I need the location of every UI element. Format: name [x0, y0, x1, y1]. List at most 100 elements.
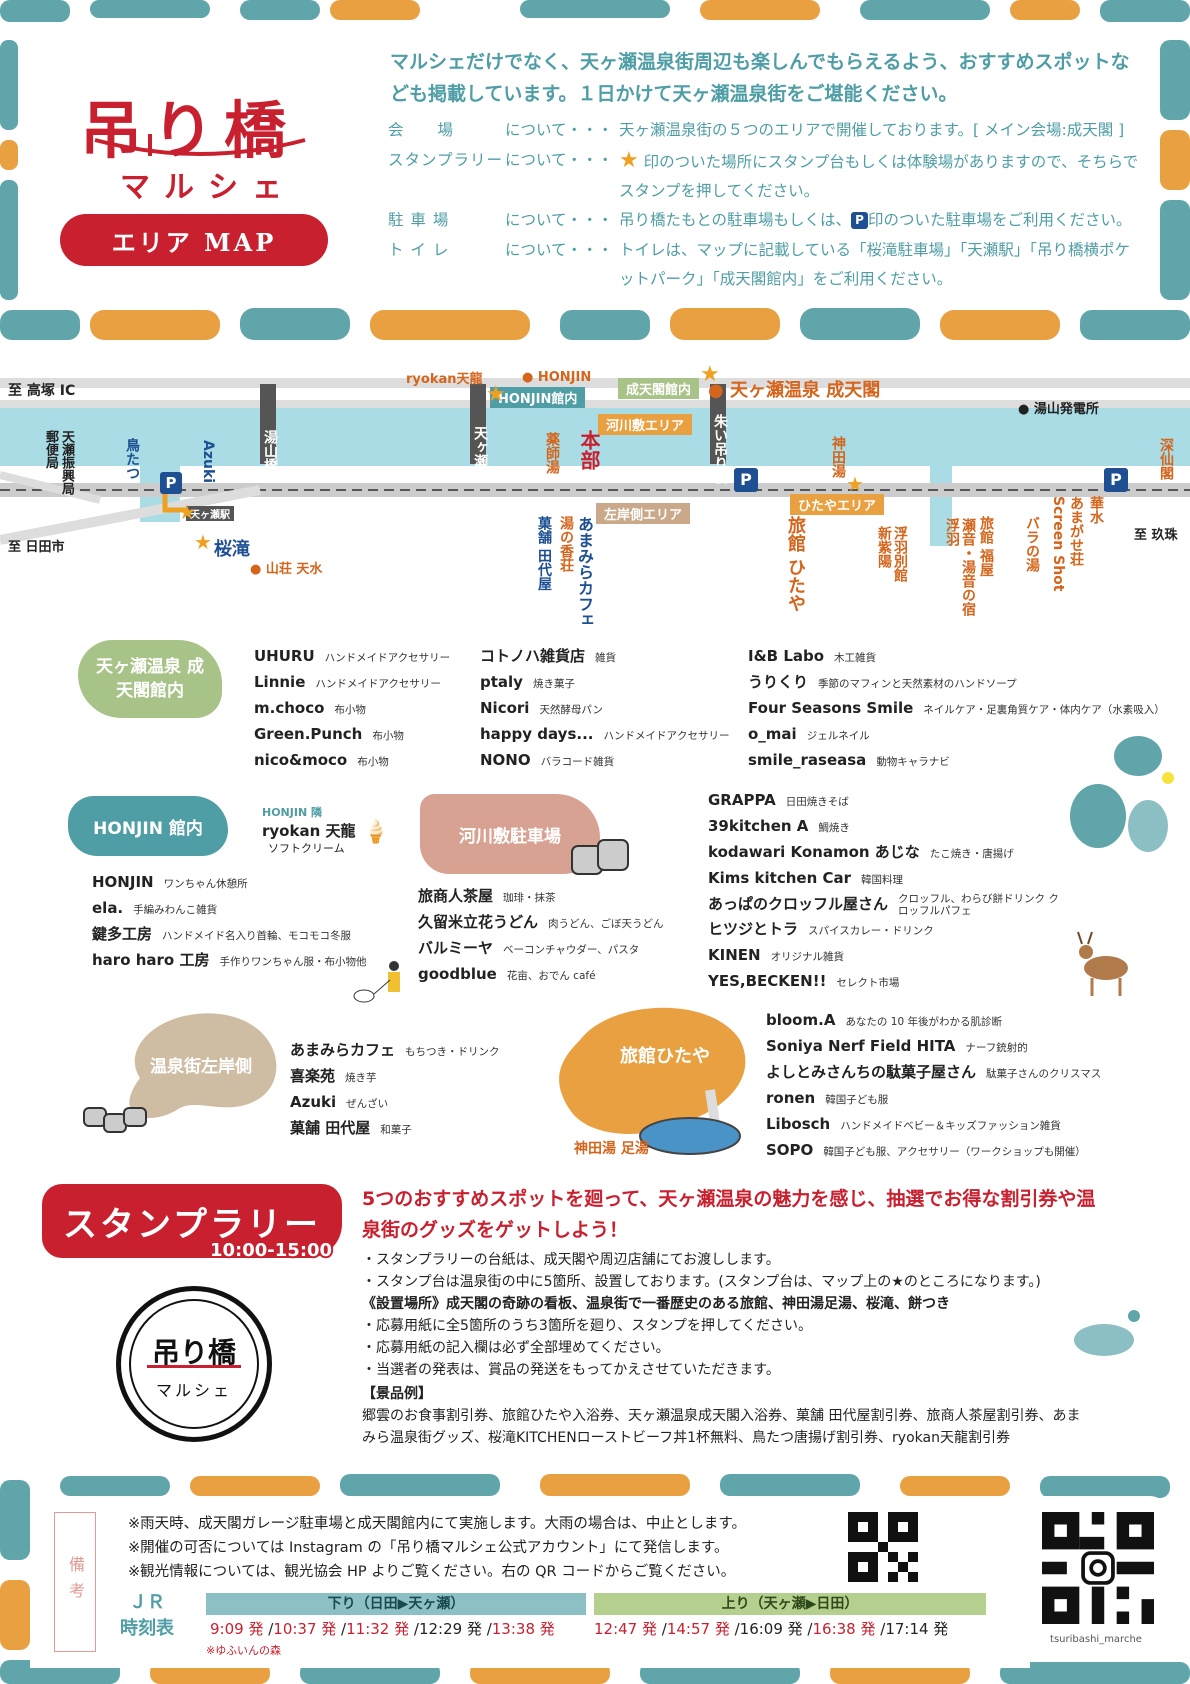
- up-title: 上り（天ヶ瀬▶日田）: [594, 1593, 986, 1615]
- label-screen: Screen Shot: [1050, 496, 1066, 592]
- list-item: happy days...ハンドメイドアクセサリー: [480, 725, 730, 743]
- label-honjin-kannai: HONJIN館内: [490, 387, 586, 408]
- star-icon: ★: [700, 362, 720, 387]
- label-shuri-bridge: 朱い吊り橋: [712, 414, 728, 484]
- honjin-side-name: ryokan 天龍: [262, 822, 356, 840]
- label-honbu: 本部: [577, 430, 601, 470]
- label-seon: 瀬音・湯音の宿: [960, 518, 976, 616]
- label-kandayu: 神田湯: [830, 436, 846, 478]
- info-venue: 会 場 について・・・ 天ヶ瀬温泉街の５つのエリアで開催しております。[ メイン…: [388, 121, 1125, 139]
- star-icon: ★: [486, 382, 506, 407]
- label-seitenkaku-kannai: 成天閣館内: [618, 378, 700, 399]
- label-kasui: 華水: [1088, 496, 1104, 524]
- bridge-logo-icon: [94, 134, 306, 156]
- label-yuyama-bridge: 湯山橋: [262, 430, 278, 472]
- section-honjin-title: HONJIN 館内: [68, 796, 228, 856]
- label-ukiha: 浮羽: [944, 518, 960, 546]
- section-hitaya-title: 旅館ひたや: [620, 1046, 710, 1067]
- qr-code-instagram[interactable]: [1042, 1512, 1154, 1624]
- label-ryokan-tenryu: ryokan天龍: [406, 372, 483, 387]
- list-item: 旅商人茶屋珈琲・抹茶: [418, 887, 556, 905]
- list-item: kodawari Konamon あじなたこ焼き・唐揚げ: [708, 843, 1014, 861]
- hitaya-caption: 神田湯 足湯: [574, 1141, 649, 1157]
- label-post: 天瀬振興局郵便局: [43, 430, 74, 495]
- label-sakuradaki: 桜滝: [214, 539, 250, 560]
- label-tenze-station: 天ヶ瀬駅: [186, 506, 234, 521]
- label-to-takayama: 至 高塚 IC: [8, 383, 76, 399]
- seal-title: 吊り橋: [151, 1336, 236, 1369]
- list-item: コトノハ雑貨店雑貨: [480, 647, 617, 665]
- list-item: ela.手編みわんこ雑貨: [92, 899, 218, 917]
- label-shinshiba: 新紫陽: [876, 526, 892, 568]
- list-item: ヒツジとトラスパイスカレー・ドリンク: [708, 919, 934, 938]
- label-seitenkaku: ● 天ヶ瀬温泉 成天閣: [708, 380, 881, 401]
- qr-code-tourism[interactable]: [848, 1512, 918, 1582]
- label-sanso-tensui: ● 山荘 天水: [250, 562, 323, 577]
- list-item: 鍵多工房ハンドメイド名入り首輪、モコモコ冬服: [92, 925, 352, 943]
- decor-blob: [1070, 736, 1174, 852]
- section-sagan-title: 温泉街左岸側: [150, 1057, 252, 1077]
- list-item: haro haro 工房手作りワンちゃん服・布小物他: [92, 951, 367, 969]
- down-title: 下り（日田▶天ヶ瀬）: [206, 1593, 586, 1615]
- label-amagase-so: あまがせ荘: [1068, 496, 1084, 566]
- list-item: バルミーヤベーコンチャウダー、パスタ: [418, 939, 640, 957]
- label-to-hita: 至 日田市: [8, 540, 65, 555]
- parking-icon: P: [851, 212, 869, 229]
- rally-logo-seal: 吊り橋 マルシェ: [116, 1286, 272, 1442]
- label-bara: バラの湯: [1024, 516, 1040, 572]
- list-item: うりくり季節のマフィンと天然素材のハンドソープ: [748, 673, 1017, 691]
- list-item: あっぱのクロッフル屋さんクロッフル、わらび餅ドリンク クロッフルパフェ: [708, 892, 1059, 917]
- parking-icon: P: [160, 472, 182, 494]
- star-icon: ★: [194, 530, 212, 554]
- label-ukiyo: 浮羽別館: [892, 526, 908, 582]
- label-ryokan-hitaya: 旅館 ひたや: [785, 516, 806, 613]
- up-times: 12:47 発 /14:57 発 /16:09 発 /16:38 発 /17:1…: [594, 1620, 949, 1638]
- honjin-side-desc: ソフトクリーム: [268, 842, 345, 855]
- footer-notes: ※雨天時、成天閣ガレージ駐車場と成天閣館内にて実施します。大雨の場合は、中止とし…: [128, 1516, 746, 1580]
- label-kashiho: 菓舗 田代屋: [536, 516, 552, 591]
- instagram-account: tsuribashi_marche: [1050, 1634, 1142, 1645]
- sagan-blob: [83, 1013, 277, 1133]
- list-item: 菓舗 田代屋和菓子: [290, 1119, 412, 1137]
- list-item: YES,BECKEN!!セレクト市場: [708, 971, 900, 990]
- section-seitenkaku-title: 天ヶ瀬温泉 成天閣館内: [78, 640, 222, 718]
- section-kasenjiki-title: 河川敷駐車場: [420, 794, 600, 874]
- area-map: [0, 378, 1190, 546]
- label-toritatsu: 鳥たつ: [124, 438, 140, 480]
- kasenjiki-list: 旅商人茶屋珈琲・抹茶 久留米立花うどん肉うどん、ごぼ天うどん バルミーヤベーコン…: [418, 884, 664, 988]
- intro-text: マルシェだけでなく、天ヶ瀬温泉街周辺も楽しんでもらえるよう、おすすめスポットなど…: [390, 51, 1130, 105]
- rally-title: スタンプラリー: [42, 1184, 342, 1258]
- seal-subtitle: マルシェ: [155, 1381, 232, 1400]
- dog-walker-icon: [353, 961, 400, 1003]
- list-item: 喜楽苑焼き芋: [290, 1067, 377, 1085]
- parking-icon: P: [1104, 468, 1128, 492]
- biko-label: 備考: [54, 1512, 96, 1652]
- label-to-kusu: 至 玖珠: [1134, 528, 1178, 543]
- yufuin-note: ※ゆふいんの森: [206, 1644, 281, 1657]
- ice-cream-icon: 🍦: [362, 820, 390, 845]
- label-amamira: あまみらカフェ: [575, 516, 594, 628]
